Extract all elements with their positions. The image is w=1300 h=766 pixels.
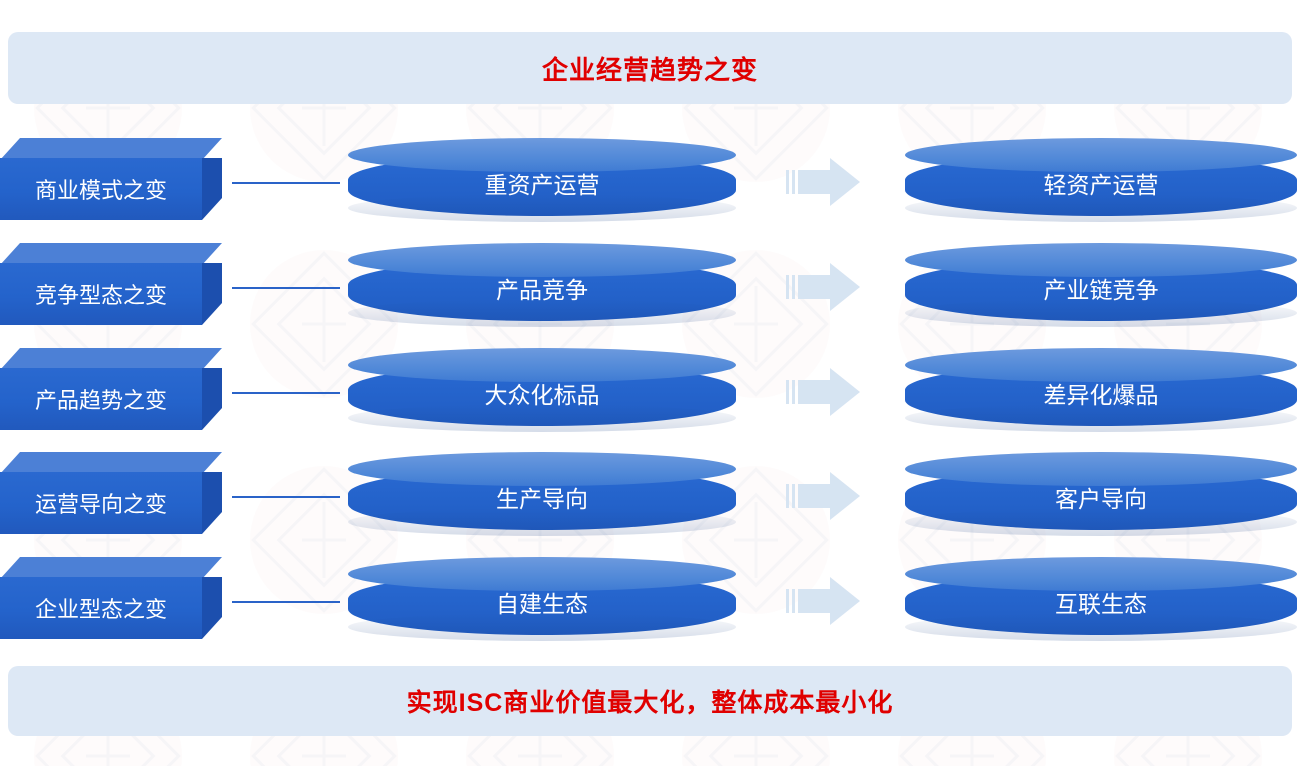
footer-banner: 实现ISC商业价值最大化，整体成本最小化 (8, 666, 1292, 736)
connector-line (232, 392, 340, 394)
box-side-face (202, 263, 222, 325)
right-arrow-icon (786, 263, 860, 311)
box-side-face (202, 577, 222, 639)
box-top-face (0, 243, 222, 265)
to-label: 轻资产运营 (1043, 172, 1159, 198)
to-cylinder[interactable]: 差异化爆品 (905, 348, 1297, 434)
to-label: 互联生态 (1055, 591, 1147, 617)
from-cylinder[interactable]: 产品竞争 (348, 243, 736, 329)
category-label: 商业模式之变 (34, 178, 167, 203)
from-cylinder[interactable]: 重资产运营 (348, 138, 736, 224)
category-box[interactable]: 商业模式之变 (0, 138, 222, 220)
right-arrow-icon (786, 368, 860, 416)
diagram-row: 企业型态之变 自建生态 互联生态 (0, 549, 1300, 654)
category-label: 运营导向之变 (34, 492, 167, 517)
to-cylinder[interactable]: 互联生态 (905, 557, 1297, 643)
to-cylinder[interactable]: 产业链竞争 (905, 243, 1297, 329)
box-side-face (202, 368, 222, 430)
to-label: 差异化爆品 (1043, 382, 1159, 408)
diagram-row: 产品趋势之变 大众化标品 差异化爆品 (0, 340, 1300, 445)
diagram-row: 竞争型态之变 产品竞争 产业链竞争 (0, 235, 1300, 340)
category-label: 竞争型态之变 (34, 283, 167, 308)
diagram-row: 商业模式之变 重资产运营 轻资产运营 (0, 130, 1300, 235)
connector-line (232, 287, 340, 289)
to-label: 产业链竞争 (1043, 277, 1159, 303)
connector-line (232, 601, 340, 603)
from-cylinder[interactable]: 生产导向 (348, 452, 736, 538)
box-side-face (202, 472, 222, 534)
category-box[interactable]: 产品趋势之变 (0, 348, 222, 430)
to-cylinder[interactable]: 客户导向 (905, 452, 1297, 538)
from-label: 重资产运营 (484, 172, 600, 198)
from-label: 大众化标品 (484, 382, 600, 408)
box-top-face (0, 557, 222, 579)
from-label: 产品竞争 (496, 277, 588, 303)
footer-title: 实现ISC商业价值最大化，整体成本最小化 (406, 689, 894, 717)
to-label: 客户导向 (1055, 486, 1147, 512)
box-top-face (0, 452, 222, 474)
category-box[interactable]: 企业型态之变 (0, 557, 222, 639)
from-cylinder[interactable]: 大众化标品 (348, 348, 736, 434)
box-top-face (0, 348, 222, 370)
connector-line (232, 182, 340, 184)
diagram-row: 运营导向之变 生产导向 客户导向 (0, 444, 1300, 549)
connector-line (232, 496, 340, 498)
from-cylinder[interactable]: 自建生态 (348, 557, 736, 643)
to-cylinder[interactable]: 轻资产运营 (905, 138, 1297, 224)
category-box[interactable]: 运营导向之变 (0, 452, 222, 534)
page-title: 企业经营趋势之变 (541, 54, 758, 85)
category-box[interactable]: 竞争型态之变 (0, 243, 222, 325)
right-arrow-icon (786, 472, 860, 520)
category-label: 产品趋势之变 (34, 388, 167, 413)
category-label: 企业型态之变 (34, 597, 167, 622)
right-arrow-icon (786, 158, 860, 206)
header-banner: 企业经营趋势之变 (8, 32, 1292, 104)
right-arrow-icon (786, 577, 860, 625)
box-side-face (202, 158, 222, 220)
box-top-face (0, 138, 222, 160)
from-label: 自建生态 (496, 591, 588, 617)
from-label: 生产导向 (496, 486, 588, 512)
